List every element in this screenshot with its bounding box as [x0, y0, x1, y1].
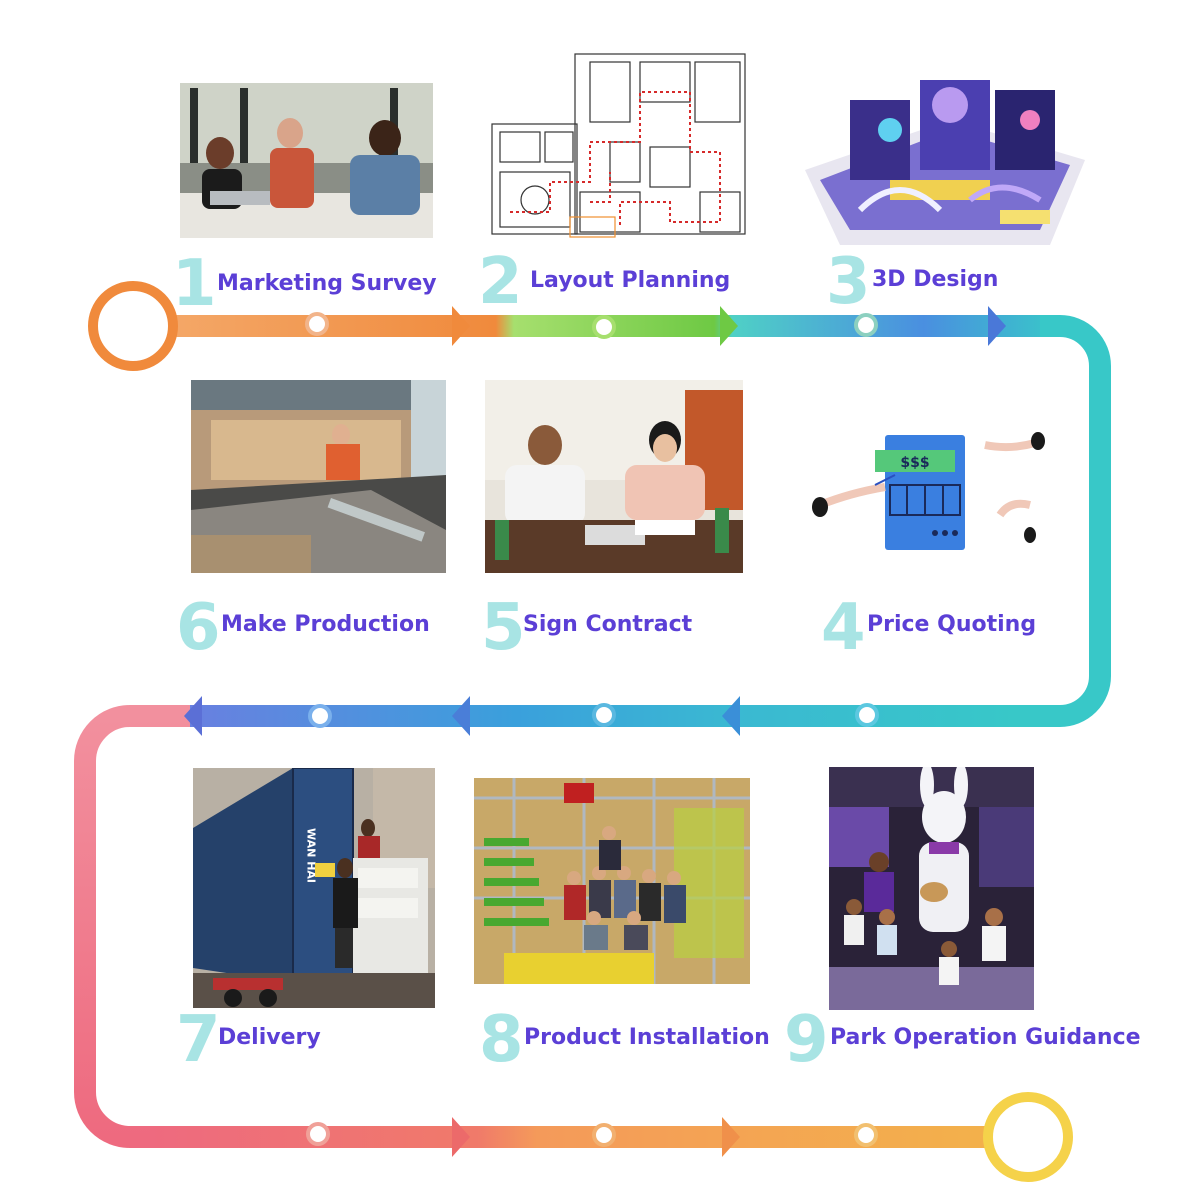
playground-3d-render: [800, 60, 1088, 250]
step-1-label: Marketing Survey: [217, 271, 437, 296]
arrow-left: [184, 696, 202, 736]
arrow-left: [452, 696, 470, 736]
start-ring: [88, 281, 178, 371]
step-6-label: Make Production: [221, 612, 430, 637]
track-dot: [592, 315, 616, 339]
step-2-number: 2: [478, 245, 523, 319]
arrow-right: [720, 306, 738, 346]
step-6-number: 6: [176, 591, 221, 665]
price-text: $$$: [900, 455, 929, 471]
step-8-label: Product Installation: [524, 1025, 770, 1050]
track-dot: [305, 312, 329, 336]
arrow-right: [988, 306, 1006, 346]
step-5-label: Sign Contract: [523, 612, 693, 637]
step-7-label: Delivery: [218, 1025, 321, 1050]
track-dot: [592, 1123, 616, 1147]
track-right-curve: [1010, 315, 1111, 727]
track-bottom: [150, 1126, 1010, 1148]
track-dot: [854, 313, 878, 337]
park-operation-photo: [829, 767, 1034, 1010]
step-2-label: Layout Planning: [530, 268, 731, 293]
step-5-number: 5: [481, 591, 526, 665]
floor-plan-drawing: [490, 52, 748, 240]
contract-signing-photo: [485, 380, 743, 573]
step-3-label: 3D Design: [872, 267, 999, 292]
price-quote-illustration: $$$: [800, 405, 1070, 585]
factory-production-photo: [191, 380, 446, 573]
arrow-right: [452, 1117, 470, 1157]
end-ring: [983, 1092, 1073, 1182]
step-9-number: 9: [784, 1003, 829, 1077]
step-4-label: Price Quoting: [867, 612, 1037, 637]
arrow-left: [722, 696, 740, 736]
meeting-photo: [180, 83, 433, 238]
container-brand: WAN HAI: [305, 828, 318, 883]
track-dot: [306, 1122, 330, 1146]
track-left-curve: [74, 705, 190, 1148]
track-dot: [855, 703, 879, 727]
shipping-container-photo: WAN HAI: [193, 768, 435, 1008]
step-4-number: 4: [821, 591, 866, 665]
step-1-number: 1: [172, 247, 217, 321]
track-dot: [854, 1123, 878, 1147]
installation-team-photo: [474, 778, 750, 984]
step-8-number: 8: [479, 1003, 524, 1077]
track-dot: [308, 704, 332, 728]
step-7-number: 7: [176, 1003, 221, 1077]
arrow-right: [452, 306, 470, 346]
step-3-number: 3: [826, 245, 871, 319]
track-dot: [592, 703, 616, 727]
arrow-right: [722, 1117, 740, 1157]
step-9-label: Park Operation Guidance: [830, 1025, 1141, 1050]
